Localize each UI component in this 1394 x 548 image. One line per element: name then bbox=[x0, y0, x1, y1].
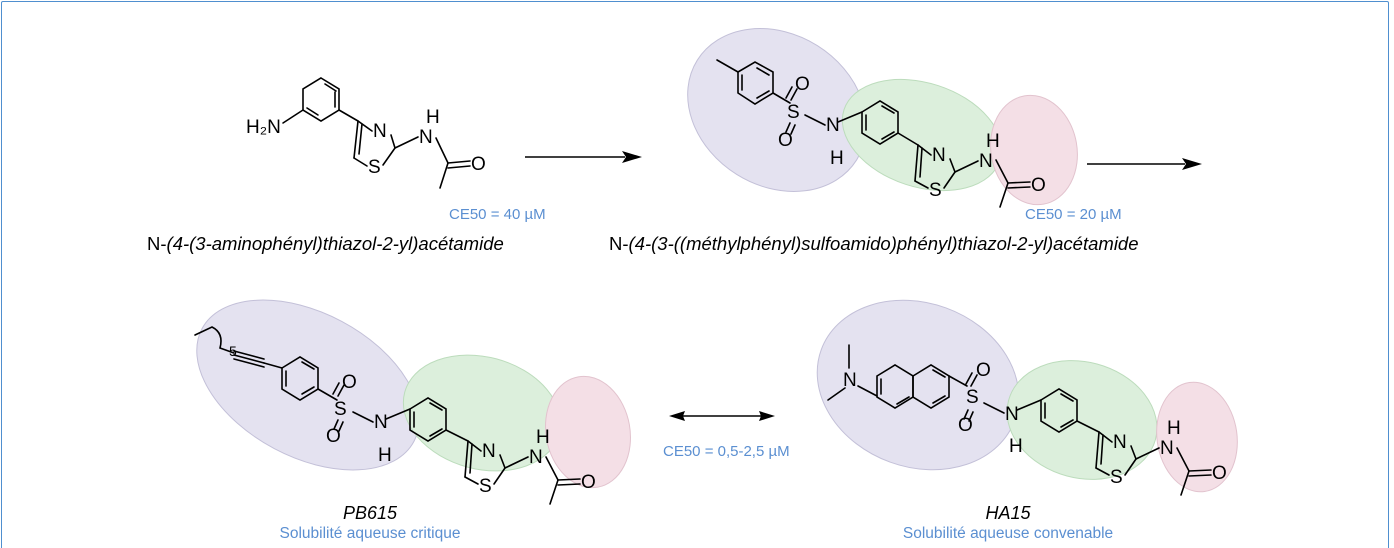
compound-1-name-italic: (4-(3-aminophényl)thiazol-2-yl)acétamide bbox=[166, 233, 504, 254]
compound-1-name: N-(4-(3-aminophényl)thiazol-2-yl)acétami… bbox=[147, 233, 504, 254]
atom-o: O bbox=[471, 154, 486, 175]
atom-s: S bbox=[966, 387, 979, 408]
atom-n: N bbox=[1113, 432, 1127, 453]
atom-o: O bbox=[342, 372, 357, 393]
atom-s: S bbox=[1110, 467, 1123, 488]
atom-s: S bbox=[479, 476, 492, 497]
atom-o: O bbox=[795, 74, 810, 95]
atom-h: H bbox=[378, 445, 392, 466]
atom-h2n: H₂N bbox=[246, 117, 281, 138]
compound-pb615-solubility: Solubilité aqueuse critique bbox=[279, 525, 461, 542]
compound-ha15-solubility: Solubilité aqueuse convenable bbox=[902, 525, 1114, 542]
atom-o: O bbox=[778, 130, 793, 151]
atom-o: O bbox=[326, 426, 341, 447]
atom-h: H bbox=[986, 131, 1000, 152]
atom-h: H bbox=[536, 427, 550, 448]
atom-n: N bbox=[1005, 404, 1019, 425]
atom-o: O bbox=[1031, 175, 1046, 196]
atom-n: N bbox=[374, 412, 388, 433]
atom-h: H bbox=[830, 148, 844, 169]
ce50-label-step3: CE50 = 0,5-2,5 µM bbox=[663, 443, 790, 460]
atom-n: N bbox=[826, 115, 840, 136]
compound-pb615-code: PB615 bbox=[342, 503, 398, 523]
atom-h: H bbox=[1009, 436, 1023, 457]
atom-s: S bbox=[334, 399, 347, 420]
atom-n: N bbox=[979, 151, 993, 172]
atom-five: 5 bbox=[229, 343, 237, 359]
atom-s: S bbox=[787, 102, 800, 123]
atom-n: N bbox=[1160, 438, 1174, 459]
atom-n: N bbox=[482, 441, 496, 462]
atom-n: N bbox=[932, 145, 946, 166]
compound-ha15-code: HA15 bbox=[985, 503, 1031, 523]
atom-s: S bbox=[368, 157, 381, 178]
ce50-label-step1: CE50 = 40 µM bbox=[449, 206, 546, 223]
atom-n: N bbox=[529, 447, 543, 468]
compound-2-name-italic: (4-(3-((méthylphényl)sulfoamido)phényl)t… bbox=[628, 233, 1139, 254]
atom-n: N bbox=[843, 370, 857, 391]
compound-2-name-prefix: N- bbox=[609, 233, 629, 254]
compound-1-name-prefix: N- bbox=[147, 233, 167, 254]
atom-o: O bbox=[976, 360, 991, 381]
atom-n: N bbox=[419, 127, 433, 148]
compound-2-name: N-(4-(3-((méthylphényl)sulfoamido)phényl… bbox=[609, 233, 1139, 254]
atom-o: O bbox=[958, 415, 973, 436]
atom-n: N bbox=[373, 121, 387, 142]
ce50-label-step2: CE50 = 20 µM bbox=[1025, 206, 1122, 223]
atom-h: H bbox=[1167, 418, 1181, 439]
atom-h: H bbox=[426, 107, 440, 128]
atom-s: S bbox=[929, 180, 942, 201]
atom-o: O bbox=[581, 472, 596, 493]
atom-o: O bbox=[1212, 463, 1227, 484]
